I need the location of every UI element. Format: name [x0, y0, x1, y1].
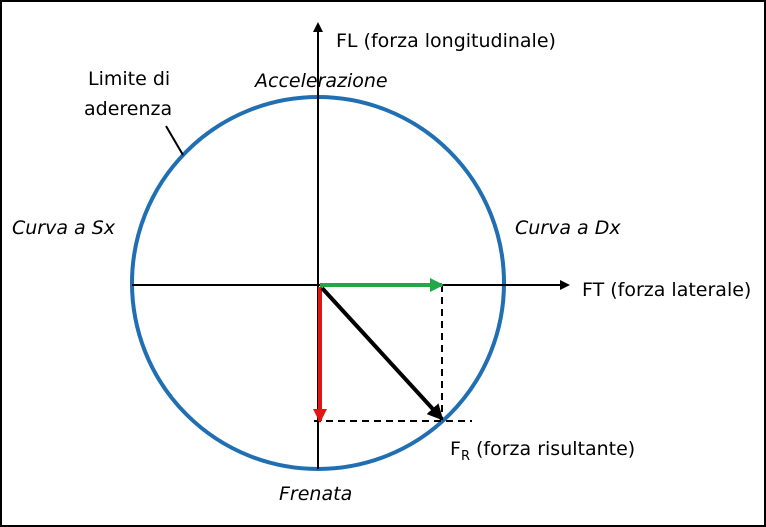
curve-right-label: Curva a Dx — [515, 217, 621, 239]
braking-label: Frenata — [279, 483, 352, 505]
fl-axis-label: FL (forza longitudinale) — [336, 30, 556, 52]
resultant-subscript: R — [461, 449, 470, 464]
curve-left-label: Curva a Sx — [12, 217, 116, 239]
acceleration-label: Accelerazione — [253, 70, 388, 92]
resultant-label: FR (forza risultante) — [450, 438, 635, 464]
resultant-symbol: F — [450, 438, 461, 460]
ft-axis-label: FT (forza laterale) — [582, 279, 751, 301]
resultant-description: (forza risultante) — [470, 438, 635, 460]
limit-label-line1: Limite di — [88, 68, 170, 90]
resultant-force-vector — [320, 286, 444, 421]
limit-label-line2: aderenza — [84, 98, 172, 120]
limit-pointer-line — [165, 125, 184, 156]
